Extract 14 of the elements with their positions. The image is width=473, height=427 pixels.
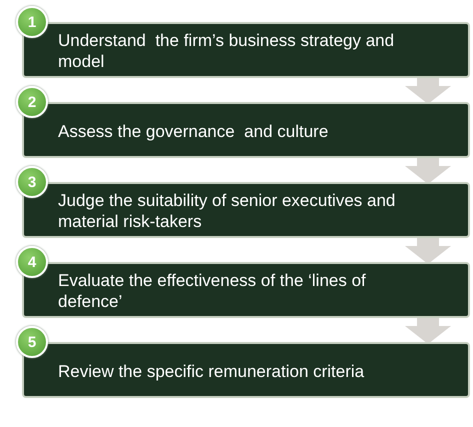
step-number: 5 bbox=[16, 326, 48, 358]
step-text: Assess the governance and culture bbox=[58, 120, 328, 142]
step-text: Evaluate the effectiveness of the ‘lines of defence’ bbox=[58, 270, 367, 312]
step-number: 1 bbox=[16, 6, 48, 38]
arrow bbox=[405, 78, 451, 104]
arrow bbox=[405, 238, 451, 264]
step-number: 4 bbox=[16, 246, 48, 278]
step-text: Review the specific remuneration criteria bbox=[58, 360, 364, 382]
step-text: Understand the firm’s business strategy and model bbox=[58, 30, 396, 72]
step-number: 3 bbox=[16, 166, 48, 198]
step-text: Judge the suitability of senior executives and material risk-takers bbox=[58, 190, 396, 232]
step-number: 2 bbox=[16, 86, 48, 118]
arrow bbox=[405, 318, 451, 344]
arrow bbox=[405, 158, 451, 184]
